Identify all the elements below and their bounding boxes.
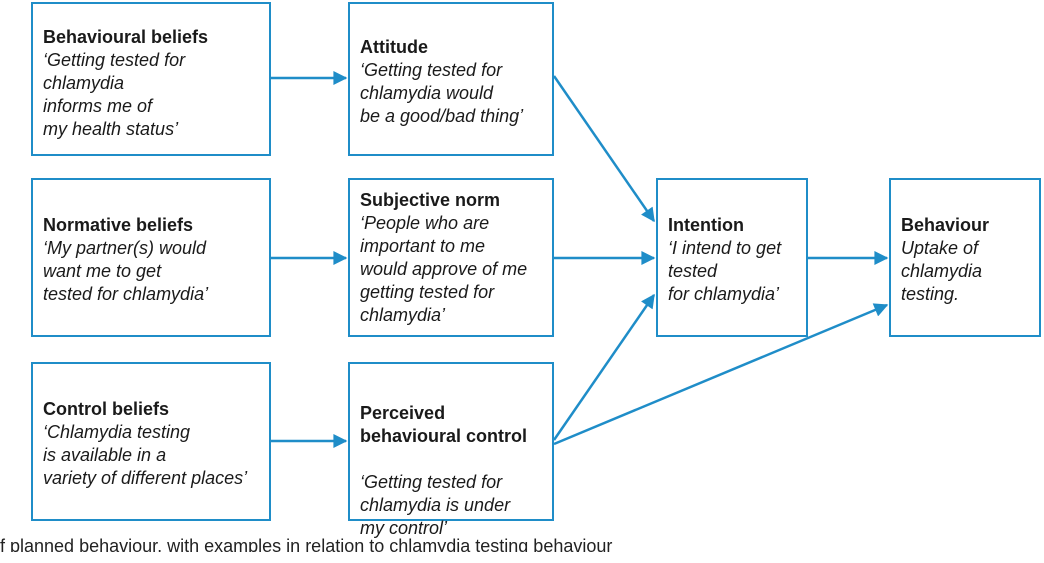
- figure-caption: f planned behaviour, with examples in re…: [0, 536, 613, 552]
- subjective-norm-title: Subjective norm: [360, 190, 501, 210]
- intention-text: ‘I intend to get tested for chlamydia’: [668, 238, 782, 304]
- control-beliefs-box: Control beliefs ‘Chlamydia testing is av…: [31, 362, 271, 521]
- behavioural-beliefs-title: Behavioural beliefs: [43, 27, 209, 47]
- normative-beliefs-box: Normative beliefs ‘My partner(s) would w…: [31, 178, 271, 337]
- behavioural-beliefs-box: Behavioural beliefs ‘Getting tested for …: [31, 2, 271, 156]
- normative-beliefs-text: ‘My partner(s) would want me to get test…: [43, 238, 209, 304]
- behaviour-box: Behaviour Uptake of chlamydia testing.: [889, 178, 1041, 337]
- behaviour-title: Behaviour: [901, 215, 990, 235]
- subjective-norm-text: ‘People who are important to me would ap…: [360, 213, 528, 325]
- normative-beliefs-title: Normative beliefs: [43, 215, 194, 235]
- control-beliefs-text: ‘Chlamydia testing is available in a var…: [43, 422, 248, 488]
- intention-box: Intention ‘I intend to get tested for ch…: [656, 178, 808, 337]
- perceived-control-title: Perceived behavioural control: [360, 403, 528, 446]
- attitude-text: ‘Getting tested for chlamydia would be a…: [360, 60, 524, 126]
- subjective-norm-box: Subjective norm ‘People who are importan…: [348, 178, 554, 337]
- intention-title: Intention: [668, 215, 744, 235]
- attitude-box: Attitude ‘Getting tested for chlamydia w…: [348, 2, 554, 156]
- attitude-title: Attitude: [360, 37, 428, 57]
- control-beliefs-title: Control beliefs: [43, 399, 170, 419]
- arrow-perceived-to-behaviour: [553, 303, 889, 446]
- arrow-attitude-to-intention: [552, 75, 656, 223]
- behavioural-beliefs-text: ‘Getting tested for chlamydia informs me…: [43, 50, 186, 139]
- behaviour-text: Uptake of chlamydia testing.: [901, 238, 983, 304]
- perceived-behavioural-control-box: Perceived behavioural control ‘Getting t…: [348, 362, 554, 538]
- perceived-control-text: ‘Getting tested for chlamydia is under m…: [360, 472, 511, 538]
- arrow-perceived-to-intention: [552, 293, 656, 441]
